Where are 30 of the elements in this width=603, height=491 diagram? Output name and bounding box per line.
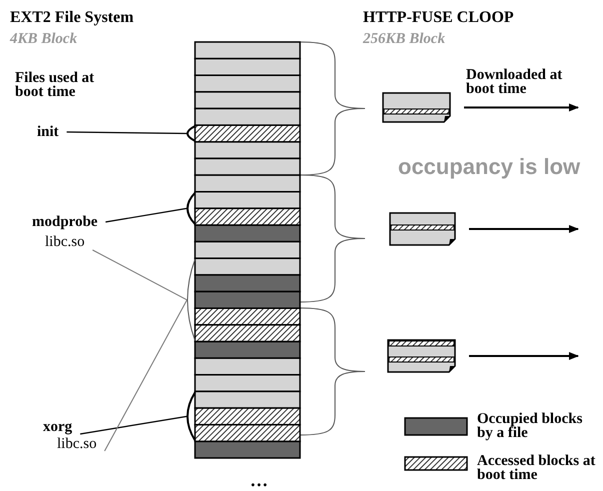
compressed-block	[389, 212, 456, 246]
file-name: libc.so	[57, 437, 97, 451]
compressed-block	[382, 92, 451, 123]
note: occupancy is low	[398, 155, 580, 179]
note: Files used at boot time	[15, 71, 96, 99]
leader-line	[104, 299, 188, 452]
arrow	[469, 225, 579, 233]
note: Downloaded at boot time	[466, 68, 564, 96]
subheading: 256KB Block	[363, 32, 446, 46]
file-name: init	[37, 125, 59, 139]
file-name: modprobe	[32, 215, 98, 229]
arrow	[469, 352, 579, 360]
compressed-block	[387, 339, 456, 373]
legend-text: Accessed blocks at boot time	[477, 454, 596, 482]
leader-line	[66, 131, 187, 134]
block-group	[186, 191, 301, 226]
block-group	[187, 258, 301, 342]
heading: HTTP-FUSE CLOOP	[363, 9, 514, 27]
ellipsis: …	[250, 470, 268, 490]
file-name: xorg	[43, 420, 72, 434]
leader-line	[80, 416, 188, 435]
subheading: 4KB Block	[10, 32, 78, 46]
block-group	[186, 390, 301, 442]
leader-line	[92, 250, 188, 300]
leader-line	[105, 208, 188, 223]
file-name: libc.so	[45, 235, 85, 249]
legend-text: Occupied blocks by a file	[477, 412, 584, 440]
heading: EXT2 File System	[10, 9, 134, 27]
arrow	[464, 104, 579, 112]
block-group	[186, 124, 301, 143]
